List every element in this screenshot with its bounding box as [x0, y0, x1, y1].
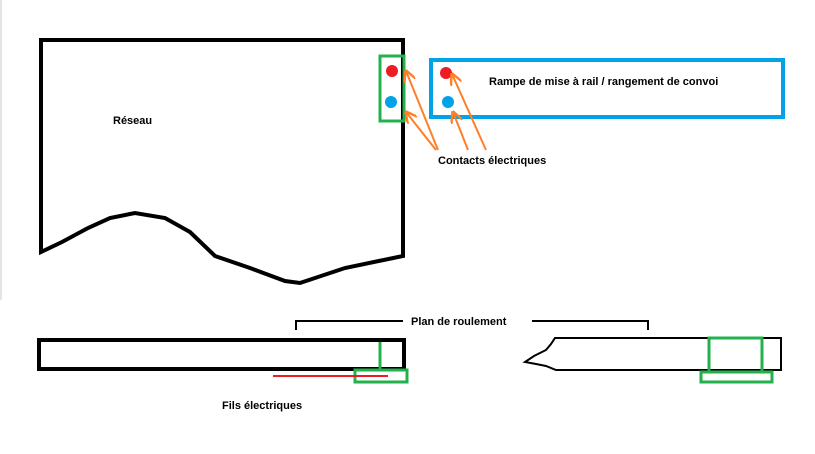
plan-roulement-label: Plan de roulement	[411, 316, 507, 328]
board-side-plank	[37, 338, 406, 371]
arrow-icon	[406, 71, 439, 151]
fils-label: Fils électriques	[222, 400, 302, 412]
board-connector-box	[378, 54, 406, 123]
rampe-label: Rampe de mise à rail / rangement de conv…	[489, 76, 718, 88]
board-contact-red-dot	[386, 65, 398, 77]
ramp-contact-red-dot	[440, 67, 452, 79]
arrow-icon	[452, 74, 487, 151]
reseau-board	[39, 38, 405, 286]
board-contact-blue-dot	[385, 96, 397, 108]
reseau-label: Réseau	[113, 115, 152, 127]
ramp-contact-blue-dot	[442, 96, 454, 108]
ramp-side-connector-box	[707, 336, 764, 374]
arrow-icon	[453, 112, 469, 151]
plan-roulement-bracket	[295, 320, 649, 330]
ramp-frame	[429, 58, 785, 119]
contact-arrows	[406, 71, 487, 151]
ramp-side-body	[522, 337, 782, 371]
ramp-side-connector-base	[699, 370, 774, 384]
contacts-label: Contacts électriques	[438, 155, 546, 167]
arrow-icon	[406, 112, 437, 151]
